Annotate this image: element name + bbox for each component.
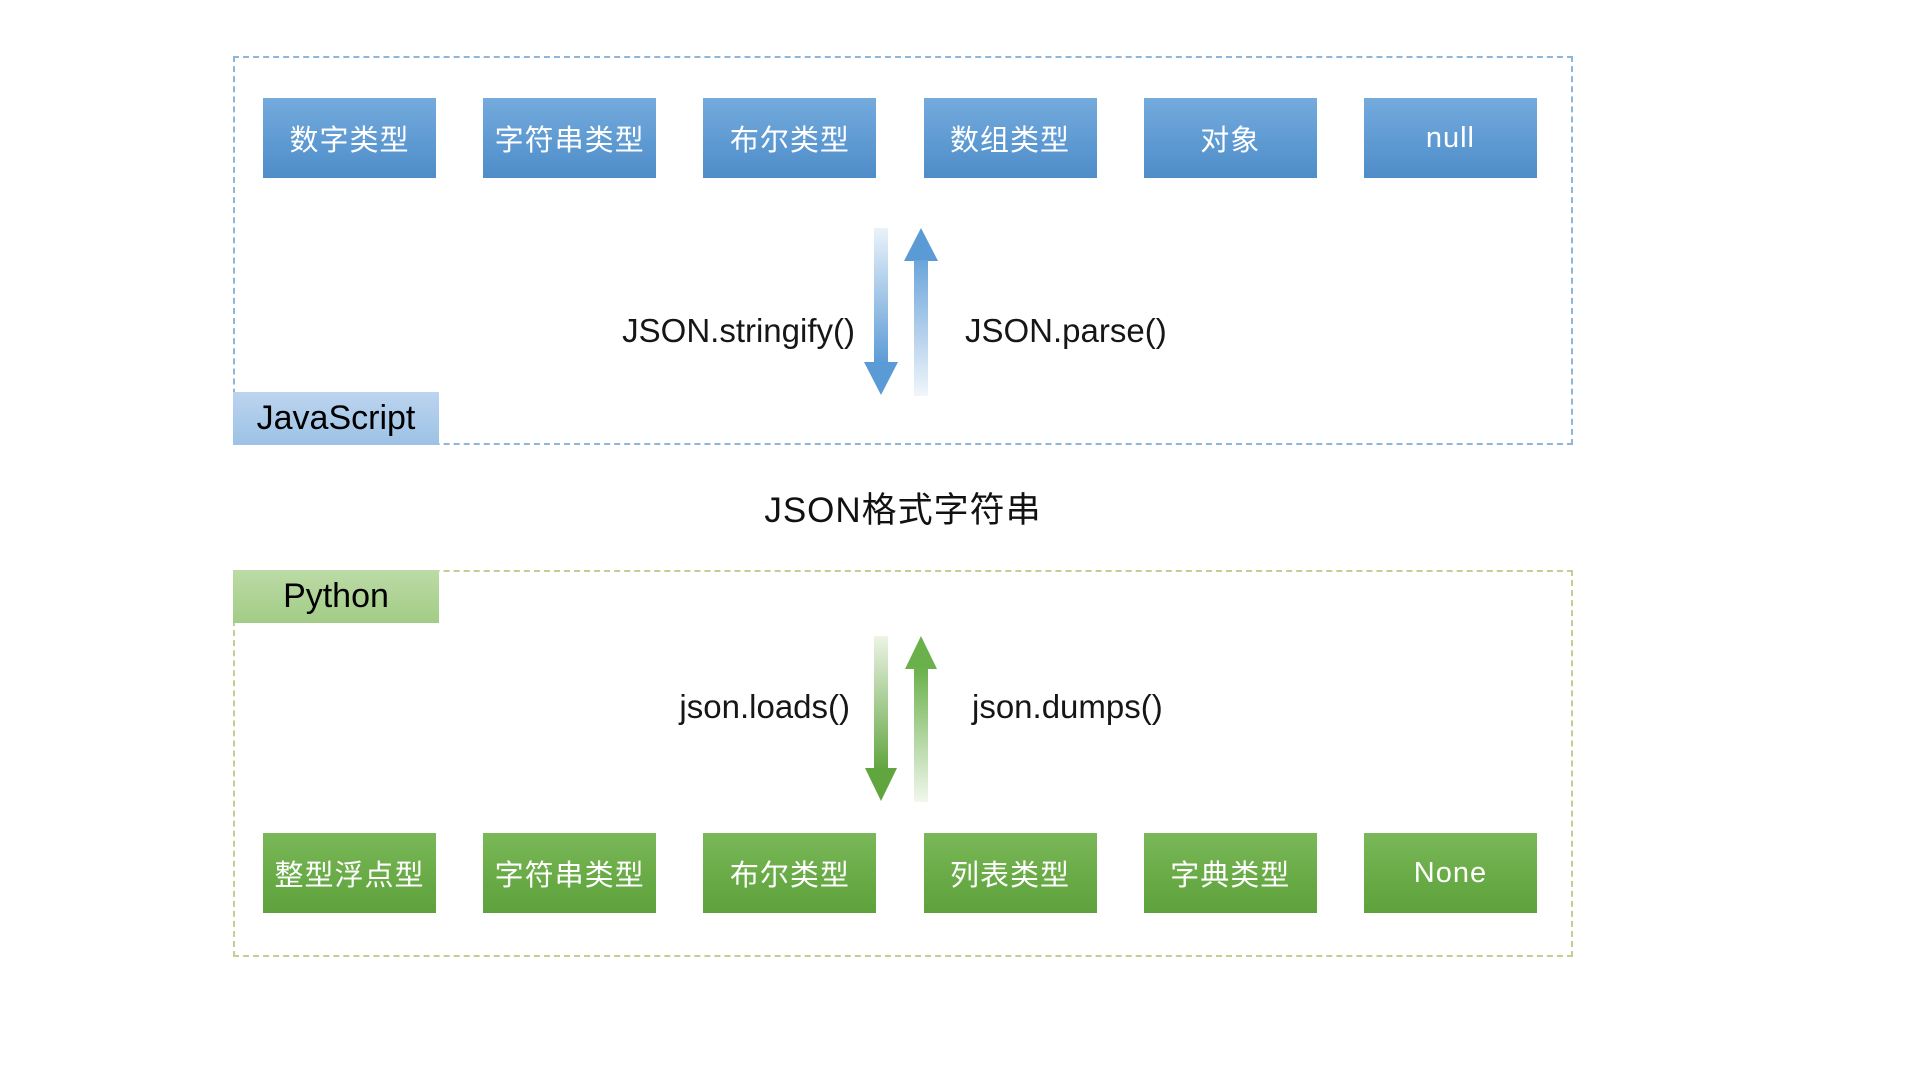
- python-section: Python json.loads(): [233, 570, 1573, 957]
- js-arrow-pair: [861, 228, 941, 396]
- py-down-arrow-icon: [865, 636, 897, 801]
- py-type-dict: 字典类型: [1143, 833, 1317, 913]
- javascript-section: 数字类型 字符串类型 布尔类型 数组类型 对象 null JSON.string…: [233, 56, 1573, 445]
- js-type-number: 数字类型: [263, 98, 436, 178]
- py-type-list: 列表类型: [923, 833, 1097, 913]
- js-type-null: null: [1363, 98, 1537, 178]
- js-type-array: 数组类型: [923, 98, 1097, 178]
- parse-label: JSON.parse(): [965, 312, 1167, 349]
- py-type-string: 字符串类型: [483, 833, 657, 913]
- loads-label: json.loads(): [679, 688, 850, 725]
- javascript-tag: JavaScript: [233, 392, 439, 445]
- js-type-boolean: 布尔类型: [703, 98, 877, 178]
- js-type-string: 字符串类型: [483, 98, 657, 178]
- py-up-arrow-icon: [905, 636, 937, 802]
- stringify-label: JSON.stringify(): [622, 312, 855, 349]
- json-string-label: JSON格式字符串: [764, 491, 1042, 530]
- dumps-label: json.dumps(): [972, 688, 1163, 725]
- js-type-object: 对象: [1143, 98, 1317, 178]
- py-type-none: None: [1363, 833, 1537, 913]
- py-type-boolean: 布尔类型: [703, 833, 877, 913]
- python-tag: Python: [233, 570, 439, 623]
- py-arrow-pair: [861, 636, 941, 802]
- js-up-arrow-icon: [904, 228, 938, 396]
- py-type-int-float: 整型浮点型: [263, 833, 436, 913]
- js-down-arrow-icon: [864, 228, 898, 395]
- js-type-row: 数字类型 字符串类型 布尔类型 数组类型 对象 null: [263, 98, 1537, 178]
- py-type-row: 整型浮点型 字符串类型 布尔类型 列表类型 字典类型 None: [263, 833, 1537, 913]
